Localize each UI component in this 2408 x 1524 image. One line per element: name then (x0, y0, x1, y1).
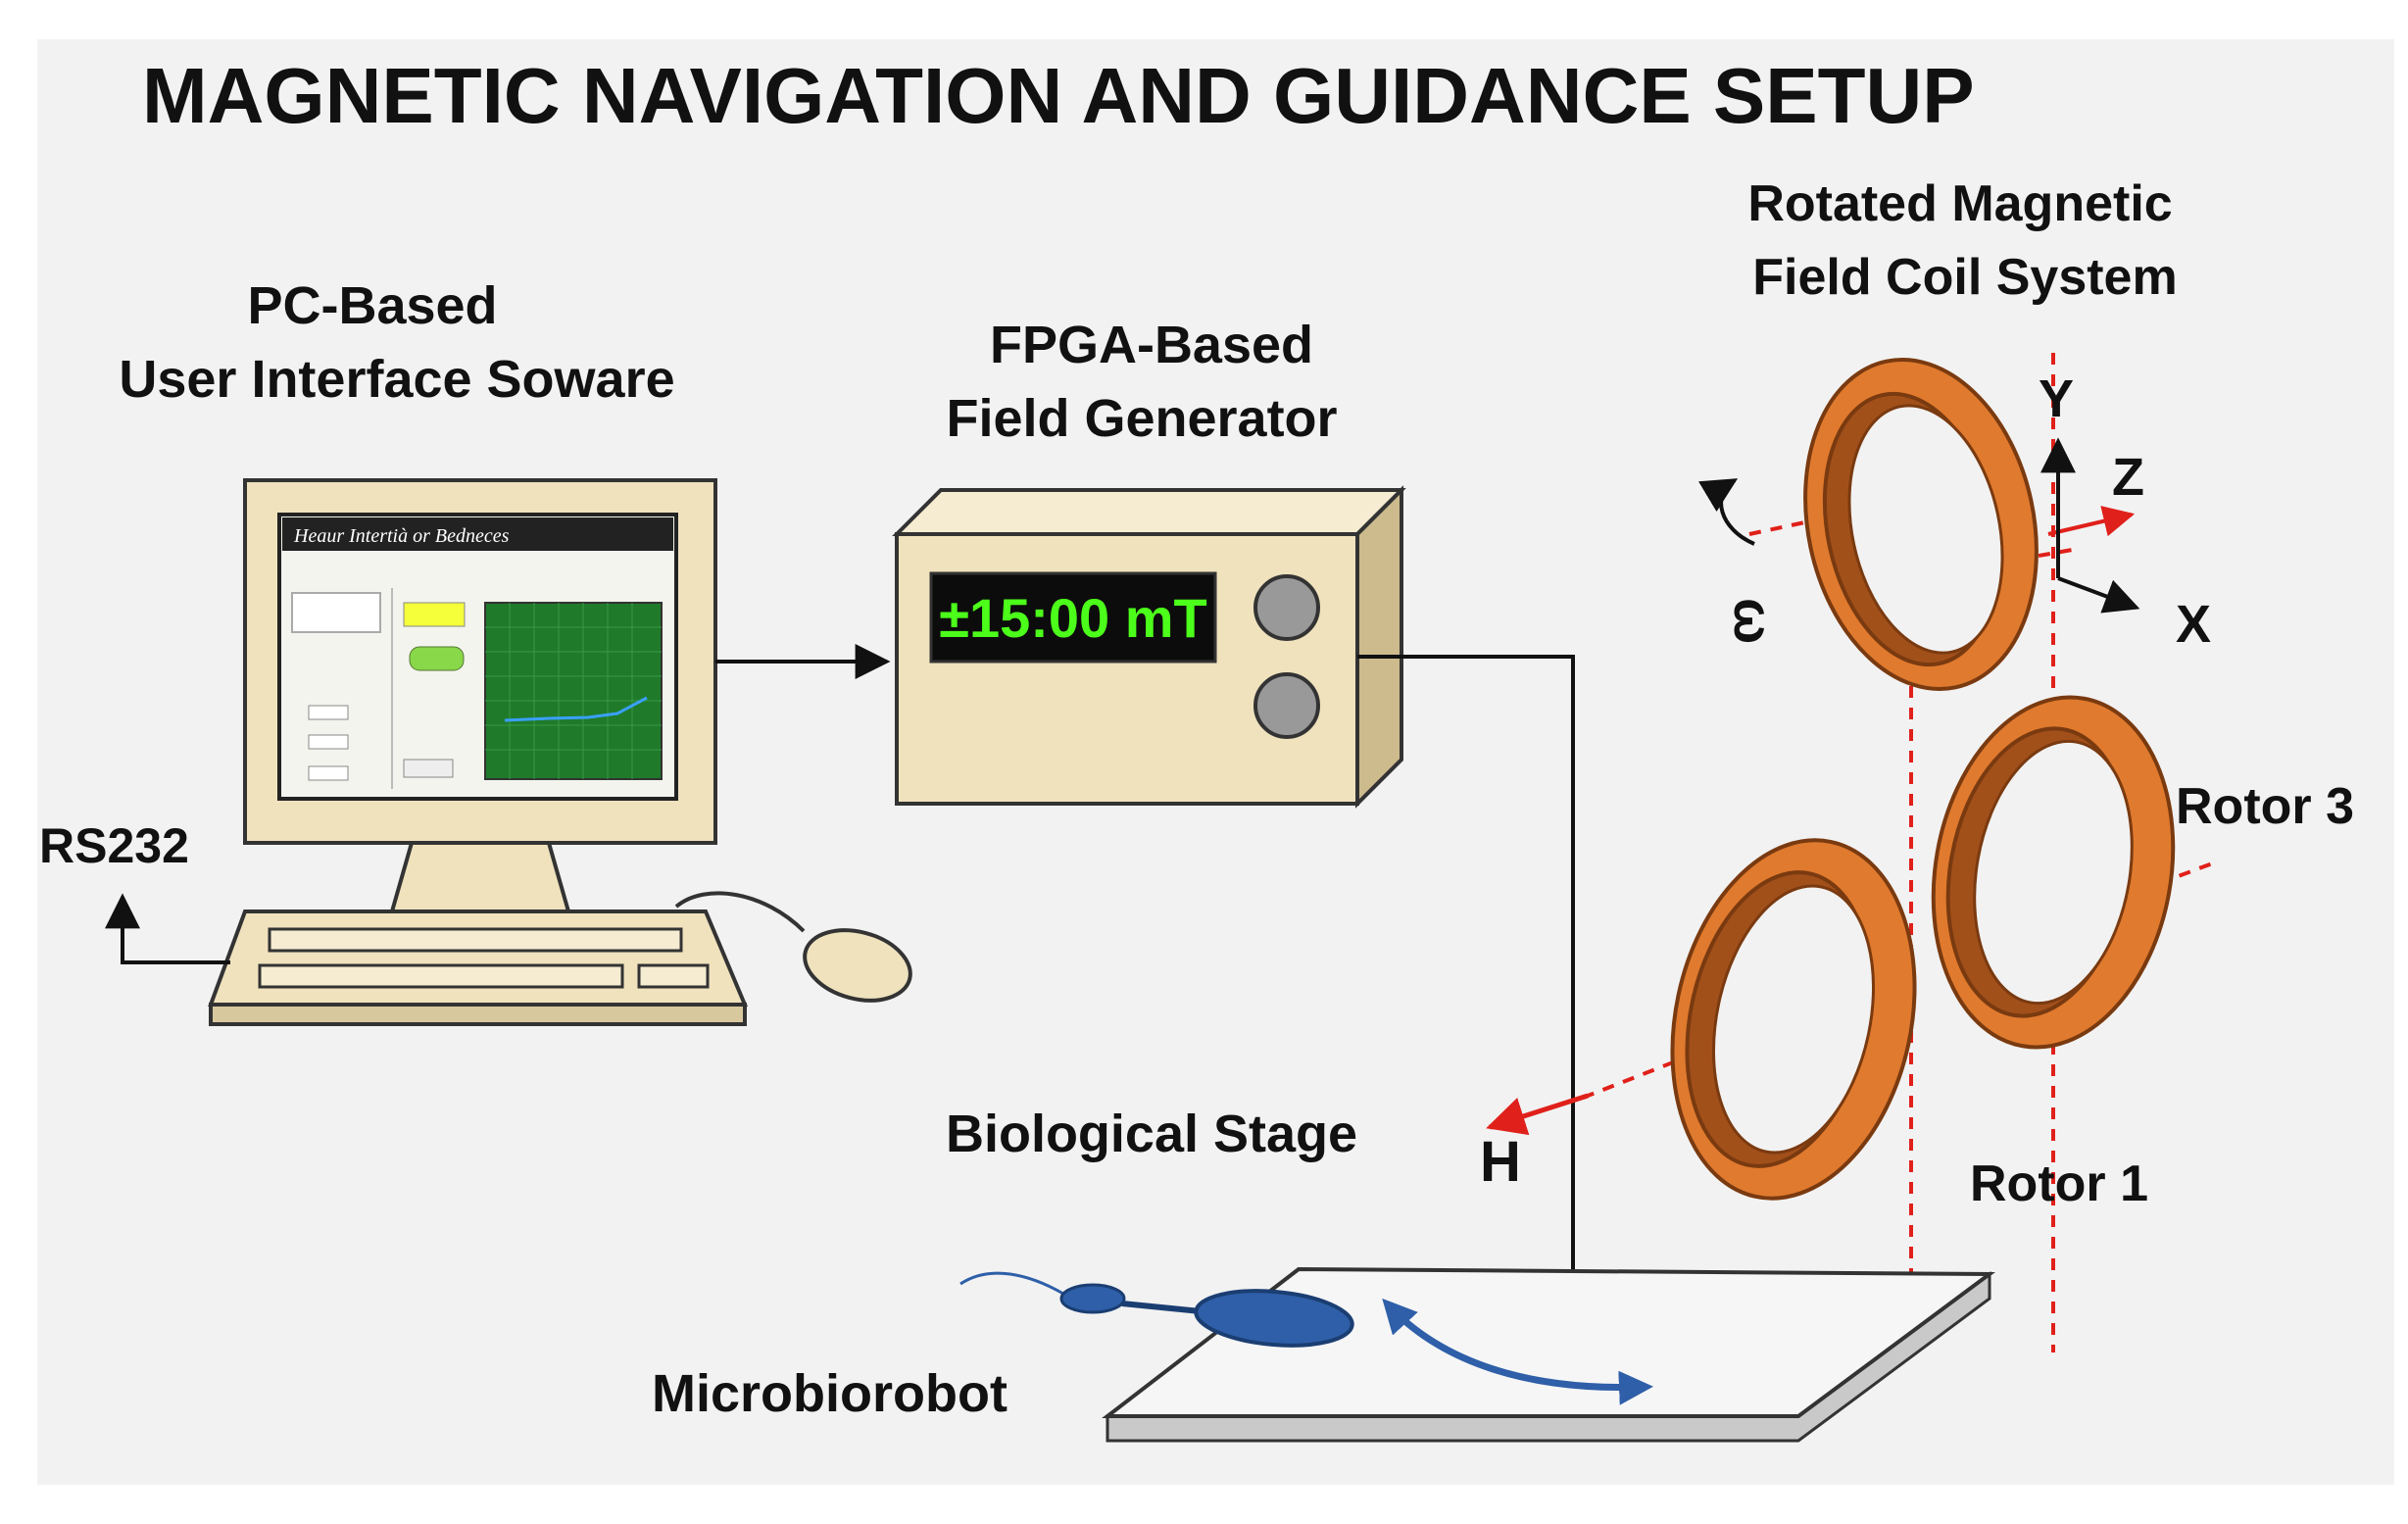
fpga-to-stage-line (1357, 655, 1591, 1347)
monitor-stand (389, 841, 571, 913)
axis-z-label: Z (2112, 448, 2144, 507)
x-axis-arrow (2057, 576, 2140, 614)
keyboard (208, 909, 749, 1007)
fpga-box-side (1355, 485, 1403, 809)
omega-rotation-arrow (1697, 478, 1755, 546)
fpga-box-top (892, 488, 1406, 536)
screen-panel-left (291, 592, 381, 633)
screen-small-button[interactable] (403, 759, 454, 778)
stage-group: Biological Stage Microbiorobot (652, 1105, 1995, 1443)
pc-label-line1: PC-Based (247, 276, 497, 335)
screen-title: Heaur Intertià or Bedneces (293, 525, 510, 547)
rs232-connector-line (105, 893, 230, 964)
fpga-label-line1: FPGA-Based (990, 316, 1313, 374)
fpga-knob-top[interactable] (1253, 574, 1320, 641)
h-field-label: H (1480, 1130, 1521, 1194)
screen-field-2 (308, 734, 349, 750)
coil-label-line1: Rotated Magnetic (1747, 175, 2172, 232)
keyboard-key-row-1[interactable] (268, 927, 683, 953)
screen-field-3 (308, 765, 349, 781)
rotor-3-label: Rotor 3 (2176, 778, 2354, 835)
fpga-group: FPGA-Based Field Generator ±15:00 mT (892, 316, 1406, 809)
coil-system-group: Rotated Magnetic Field Coil System (1480, 175, 2354, 1352)
h-field-arrow (1486, 1093, 1589, 1136)
rs232-label: RS232 (39, 818, 189, 873)
microbiorobot (959, 1271, 1354, 1348)
coil-top (1803, 358, 2039, 691)
coil-rotor-1 (1670, 838, 1917, 1201)
z-axis-arrow (2047, 506, 2136, 537)
diagram-title: MAGNETIC NAVIGATION AND GUIDANCE SETUP (142, 52, 1975, 139)
robot-tail (959, 1271, 1064, 1296)
screen-yellow-button[interactable] (403, 602, 466, 627)
coil-label-line2: Field Coil System (1752, 249, 2177, 306)
omega-label: ω (1723, 598, 1785, 644)
microbiorobot-label: Microbiorobot (652, 1364, 1007, 1423)
pc-label-line2: User Interface Soware (119, 350, 674, 409)
screen-plot-grid (485, 603, 662, 779)
mouse-cable (674, 891, 806, 933)
screen-plot-line (504, 696, 648, 722)
axis-y-label: Y (2039, 369, 2074, 428)
robot-link (1121, 1301, 1202, 1314)
robot-head (1059, 1283, 1126, 1314)
axis-x-label: X (2176, 595, 2211, 654)
fpga-label-line2: Field Generator (946, 389, 1337, 448)
fpga-display (929, 571, 1217, 664)
fpga-display-value: ±15:00 mT (939, 587, 1207, 649)
screen-green-button[interactable] (409, 646, 465, 671)
robot-motion-arrow (1382, 1298, 1653, 1405)
coil-rotor-3 (1931, 695, 2176, 1050)
stage-label: Biological Stage (946, 1105, 1357, 1163)
robot-body (1194, 1289, 1354, 1348)
rotor-1-label: Rotor 1 (1970, 1155, 2148, 1212)
keyboard-key-row-2[interactable] (258, 963, 624, 989)
keyboard-key-block[interactable] (637, 963, 710, 989)
screen-plot (484, 602, 663, 780)
keyboard-base (209, 1003, 747, 1026)
mouse[interactable] (797, 919, 918, 1011)
fpga-knob-bottom[interactable] (1253, 672, 1320, 739)
screen-field-1 (308, 705, 349, 720)
screen-titlebar (282, 517, 673, 551)
